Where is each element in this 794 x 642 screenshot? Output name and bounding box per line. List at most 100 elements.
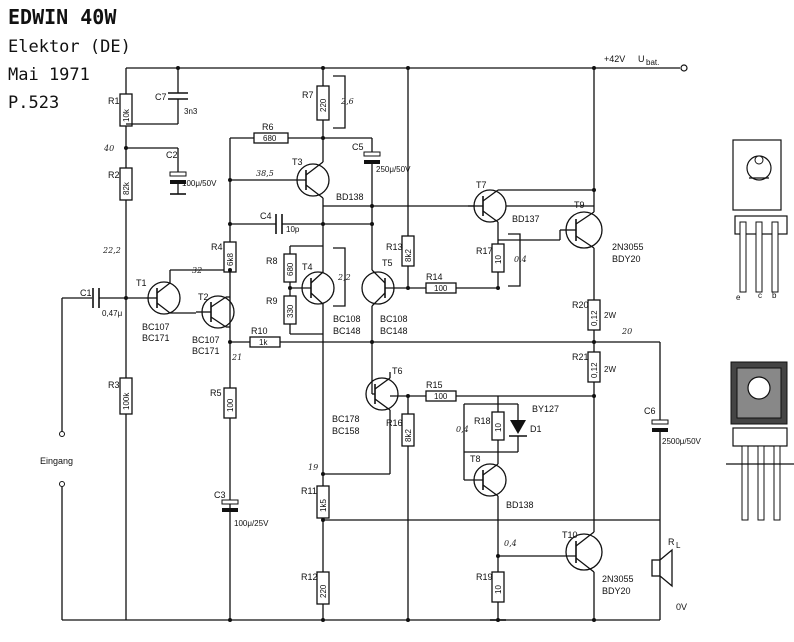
- lead-c: c: [758, 291, 762, 300]
- t4-ref: T4: [302, 262, 313, 272]
- r12-value: 220: [319, 584, 328, 598]
- load-label: R: [668, 537, 675, 547]
- voltage-r7: 2,6: [340, 97, 354, 106]
- transistor-t8: T8 BD138 0,4: [463, 452, 534, 566]
- c5-value: 250μ/50V: [376, 165, 411, 174]
- schematic-title: EDWIN 40W: [8, 5, 117, 29]
- voltage-node-38: 38,5: [256, 169, 274, 178]
- c6-value: 2500μ/50V: [662, 437, 702, 446]
- c5-ref: C5: [352, 142, 364, 152]
- t1-alt: BC171: [142, 333, 170, 343]
- c1-value: 0,47μ: [102, 309, 123, 318]
- voltage-r17: 0,4: [514, 255, 527, 264]
- t5-ref: T5: [382, 258, 393, 268]
- capacitor-c4: C4 10p: [230, 211, 372, 234]
- d1-ref: D1: [530, 424, 542, 434]
- t7-ref: T7: [476, 180, 487, 190]
- transistor-t7: T7 BD137: [468, 180, 594, 240]
- voltage-node-19: 19: [308, 463, 318, 472]
- voltage-t4: 2,2: [337, 273, 351, 282]
- resistor-r14: R14 100: [408, 272, 498, 294]
- t9-ref: T9: [574, 200, 585, 210]
- r4-ref: R4: [211, 242, 223, 252]
- r5-ref: R5: [210, 388, 222, 398]
- package-to126-bottom: [726, 361, 794, 521]
- t3-ref: T3: [292, 157, 303, 167]
- r5-value: 100: [226, 398, 235, 412]
- r3-body: [119, 377, 133, 415]
- driver-column: R7 220 2,6 R11 1k5 R12 220 19: [301, 68, 354, 620]
- level-column: R13 8k2 R16 8k2: [386, 68, 415, 622]
- package-to3-bd-top: e c b: [732, 139, 788, 302]
- t9-type: 2N3055: [612, 242, 644, 252]
- r9-body: [283, 295, 297, 325]
- r13-ref: R13: [386, 242, 403, 252]
- r16-ref: R16: [386, 418, 403, 428]
- r17-ref: R17: [476, 246, 493, 256]
- t8-ref: T8: [470, 454, 481, 464]
- resistor-r6: R6 680: [230, 122, 323, 144]
- r1-body: [119, 93, 133, 127]
- r2-value: 82k: [122, 181, 131, 195]
- lead-e: e: [736, 293, 741, 302]
- capacitor-c5: C5 250μ/50V: [323, 137, 411, 224]
- c4-value: 10p: [286, 225, 300, 234]
- voltage-r18: 0,4: [456, 425, 469, 434]
- input-stage: Eingang C1 0,47μ: [40, 288, 146, 621]
- r19-ref: R19: [476, 572, 493, 582]
- t4-alt: BC148: [333, 326, 361, 336]
- t1-type: BC107: [142, 322, 170, 332]
- r10-ref: R10: [251, 326, 268, 336]
- date-label: Mai 1971: [8, 65, 90, 85]
- r10-value: 1k: [259, 338, 268, 347]
- supply-u-sub: bat.: [646, 58, 659, 67]
- resistor-r17: R17 10 0,4: [476, 233, 560, 290]
- r4-value: 6k8: [226, 253, 235, 266]
- output-column: R20 0,12 2W 20 R21 0,12 2W: [572, 68, 632, 620]
- r2-body: [119, 167, 133, 201]
- ground-label: 0V: [676, 602, 687, 612]
- resistor-r10: R10 1k: [230, 326, 660, 348]
- r18-ref: R18: [474, 416, 491, 426]
- resistor-r19: R19 10: [476, 566, 505, 620]
- transistor-t2: T2 BC107 BC171: [192, 292, 235, 356]
- supply-u-label: U: [638, 54, 645, 64]
- resistor-r15: R15 100: [406, 380, 596, 402]
- transistor-t5: T5 BC108 BC148 BC108 BC148: [333, 224, 408, 372]
- r14-value: 100: [434, 284, 448, 293]
- t4-type: BC108: [333, 314, 361, 324]
- voltage-t8: 0,4: [504, 539, 517, 548]
- transistor-t4: R8 680 R9 330 T4 2,2: [266, 245, 351, 335]
- r15-value: 100: [434, 392, 448, 401]
- r7-ref: R7: [302, 90, 314, 100]
- capacitor-c7: C7 3n3: [126, 68, 198, 125]
- t10-type: 2N3055: [602, 574, 634, 584]
- t9-alt: BDY20: [612, 254, 641, 264]
- t8-type: BD138: [506, 500, 534, 510]
- r8-body: [283, 253, 297, 283]
- r6-ref: R6: [262, 122, 274, 132]
- lead-b: b: [772, 291, 777, 300]
- t10-alt: BDY20: [602, 586, 631, 596]
- voltage-node-32: 32: [192, 266, 202, 275]
- c1-ref: C1: [80, 288, 92, 298]
- r18-d1-group: R18 10 0,4 D1 BY127: [456, 396, 559, 453]
- r13-value: 8k2: [404, 249, 413, 262]
- r12-ref: R12: [301, 572, 318, 582]
- t7-type: BD137: [512, 214, 540, 224]
- r9-ref: R9: [266, 296, 278, 306]
- t10-ref: T10: [562, 530, 578, 540]
- capacitor-c2: C2 100μ/50V: [126, 147, 217, 195]
- r21-power: 2W: [604, 365, 616, 374]
- r11-ref: R11: [301, 486, 317, 496]
- source-label: Elektor (DE): [8, 37, 131, 57]
- c3-value: 100μ/25V: [234, 519, 269, 528]
- t3-type: BD138: [336, 192, 364, 202]
- r20-ref: R20: [572, 300, 589, 310]
- r19-value: 10: [494, 585, 503, 594]
- transistor-t6: T6 BC178 BC158: [332, 366, 408, 474]
- r15-ref: R15: [426, 380, 443, 390]
- r3-value: 100k: [122, 392, 131, 410]
- t1-ref: T1: [136, 278, 147, 288]
